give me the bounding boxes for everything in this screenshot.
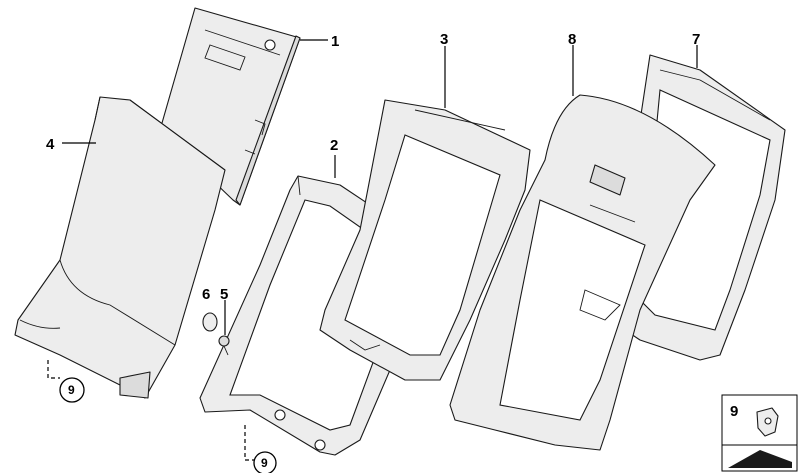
part-3-seat-frame (319, 99, 531, 381)
part-4-side-trim (14, 96, 226, 399)
callout-4: 4 (46, 136, 55, 153)
reference-circle-b: 9 (253, 451, 277, 473)
svg-text:9: 9 (261, 456, 268, 470)
callout-5: 5 (220, 286, 228, 303)
ground-wedge-icon (728, 450, 792, 468)
callout-2: 2 (330, 137, 338, 154)
reference-circle-a: 9 (59, 377, 85, 403)
inset-detail-box: 9 (721, 394, 798, 472)
part-5-screw (218, 335, 230, 356)
part-8-backrest-cover (449, 94, 716, 451)
svg-text:9: 9 (68, 383, 75, 397)
clip-icon (756, 407, 779, 437)
leader-lines (47, 39, 698, 461)
callout-3: 3 (440, 31, 448, 48)
svg-text:9: 9 (730, 403, 738, 420)
callout-6: 6 (202, 286, 210, 303)
callout-8: 8 (568, 31, 576, 48)
callout-1: 1 (331, 33, 339, 50)
part-6-cap (202, 312, 218, 332)
callout-7: 7 (692, 31, 700, 48)
